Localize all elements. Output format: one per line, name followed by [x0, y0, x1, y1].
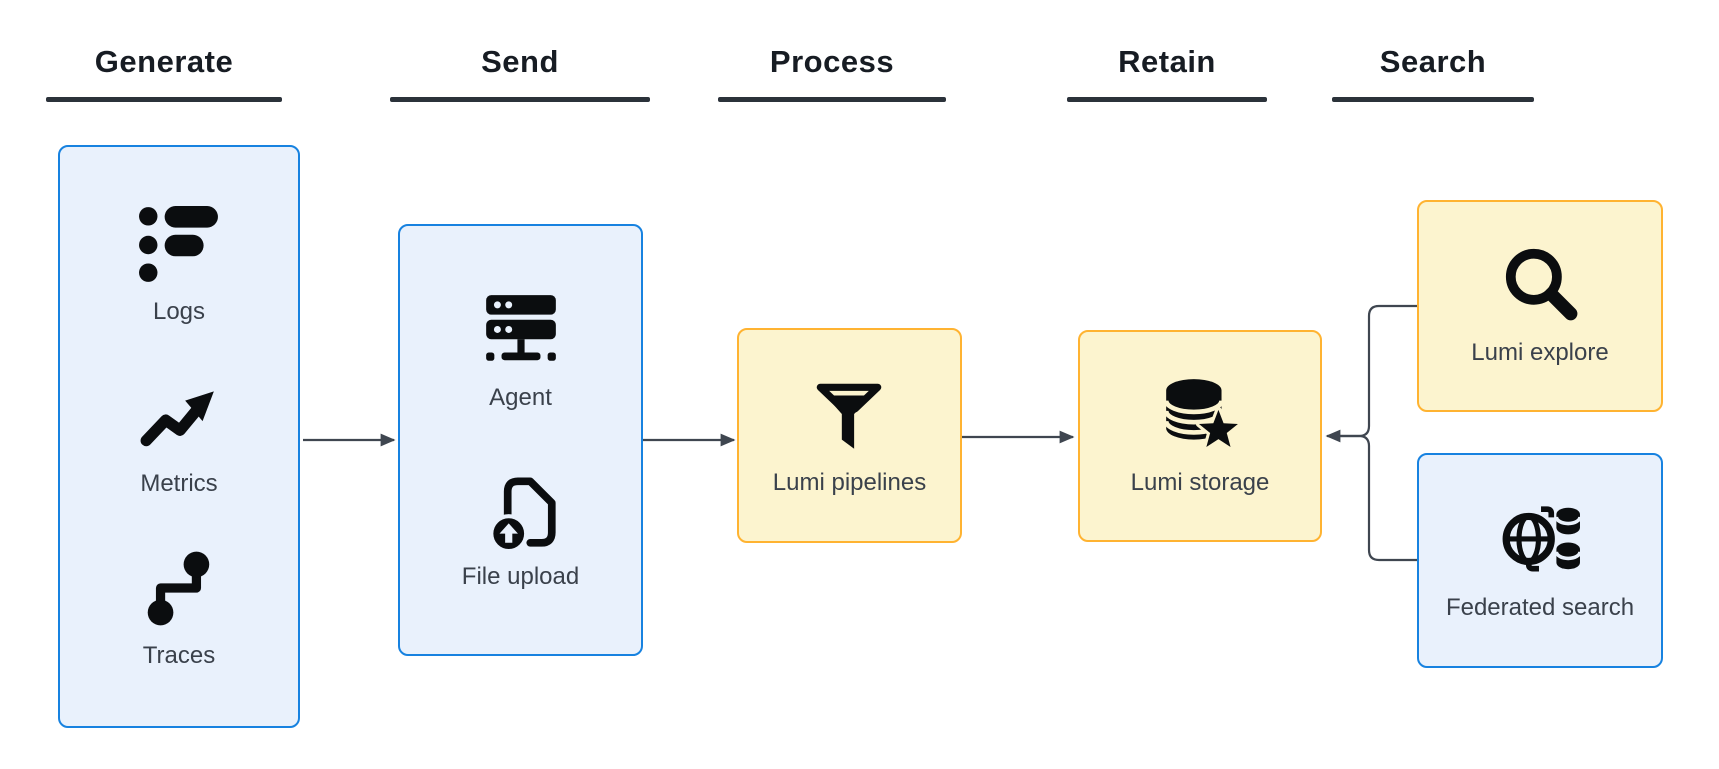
- stage-underline-search: [1332, 97, 1534, 102]
- logs-icon: [139, 205, 218, 282]
- lumi-pipelines-node: Lumi pipelines: [737, 328, 962, 543]
- stage-underline-send: [390, 97, 650, 102]
- federated-search-item: Federated search: [1446, 500, 1634, 622]
- federated-search-icon: [1502, 506, 1581, 572]
- filter-funnel-icon: [817, 383, 882, 449]
- metrics-item: Metrics: [138, 376, 220, 498]
- database-star-icon: [1163, 379, 1241, 451]
- explore-item: Lumi explore: [1471, 245, 1609, 367]
- file-upload-icon: [489, 477, 557, 551]
- pipelines-item: Lumi pipelines: [773, 375, 926, 497]
- storage-item: Lumi storage: [1130, 375, 1270, 497]
- item-label: Agent: [489, 383, 552, 411]
- stage-underline-process: [718, 97, 946, 102]
- agent-server-icon: [485, 294, 556, 361]
- item-label: Lumi pipelines: [772, 468, 927, 496]
- stage-header-search: Search: [1379, 44, 1487, 79]
- file-upload-item: File upload: [462, 469, 579, 591]
- agent-item: Agent: [480, 290, 562, 412]
- lumi-explore-node: Lumi explore: [1417, 200, 1663, 412]
- item-label: File upload: [461, 562, 580, 590]
- item-label: Federated search: [1445, 593, 1635, 621]
- stage-header-send: Send: [481, 44, 559, 79]
- edge-explore-to-storage: [1325, 304, 1417, 443]
- metrics-icon: [140, 391, 214, 446]
- federated-search-node: Federated search: [1417, 453, 1663, 668]
- logs-item: Logs: [138, 204, 220, 326]
- stage-underline-retain: [1067, 97, 1267, 102]
- send-methods-group: Agent File upload: [398, 224, 643, 656]
- traces-item: Traces: [138, 548, 220, 670]
- item-label: Traces: [142, 641, 216, 669]
- traces-icon: [147, 551, 210, 626]
- generate-sources-group: Logs Metrics Traces: [58, 145, 300, 728]
- item-label: Lumi storage: [1130, 469, 1270, 497]
- item-label: Logs: [152, 297, 206, 325]
- stage-header-process: Process: [769, 44, 895, 79]
- edge-federated-to-storage: [1340, 434, 1417, 562]
- item-label: Metrics: [140, 469, 218, 497]
- lumi-storage-node: Lumi storage: [1078, 330, 1322, 542]
- magnifying-glass-icon: [1505, 249, 1578, 321]
- stage-header-generate: Generate: [94, 44, 234, 79]
- item-label: Lumi explore: [1471, 339, 1609, 367]
- stage-header-retain: Retain: [1118, 44, 1216, 79]
- stage-underline-generate: [46, 97, 282, 102]
